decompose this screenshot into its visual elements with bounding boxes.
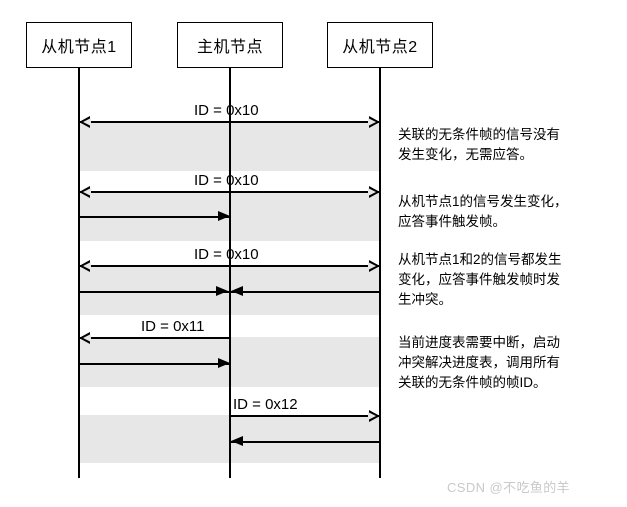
response-line-3b	[230, 291, 380, 293]
message-label-2: ID = 0x10	[194, 172, 259, 189]
response-line-5	[230, 441, 380, 443]
response-line-2	[79, 216, 230, 218]
note-4: 当前进度表需要中断，启动 冲突解决进度表，调用所有 关联的无条件帧的帧ID。	[398, 335, 560, 390]
arrowhead-open-left-2	[79, 185, 91, 198]
arrowhead-open-right-1	[368, 115, 380, 128]
message-label-4: ID = 0x11	[141, 318, 205, 335]
arrowhead-open-right-2	[368, 185, 380, 198]
message-line-3	[79, 265, 380, 267]
message-line-1	[79, 121, 380, 123]
note-3: 从机节点1和2的信号都发生 变化，应答事件触发帧时发 生冲突。	[398, 252, 562, 307]
watermark-label: CSDN @不吃鱼的羊	[447, 480, 571, 495]
arrowhead-solid-right-4	[218, 358, 230, 369]
message-line-5	[230, 415, 380, 417]
arrowhead-open-right-3	[368, 259, 380, 272]
lifeline-slave2	[379, 67, 381, 478]
node-box-master[interactable]: 主机节点	[177, 22, 283, 68]
node-box-slave1[interactable]: 从机节点1	[26, 22, 132, 68]
response-line-4	[79, 363, 230, 365]
node-box-slave2[interactable]: 从机节点2	[327, 22, 433, 68]
response-line-3a	[79, 291, 229, 293]
message-line-4	[79, 337, 230, 339]
message-label-5: ID = 0x12	[233, 396, 298, 413]
note-2: 从机节点1的信号发生变化， 应答事件触发帧。	[398, 194, 568, 229]
arrowhead-open-left-4	[79, 331, 91, 344]
arrowhead-open-left-3	[79, 259, 91, 272]
arrowhead-solid-left-5	[231, 436, 243, 447]
note-1: 关联的无条件帧的信号没有 发生变化，无需应答。	[398, 127, 560, 162]
arrowhead-solid-left-3b	[231, 286, 243, 297]
arrowhead-open-left-1	[79, 115, 91, 128]
arrowhead-solid-right-3a	[216, 286, 228, 297]
message-label-3: ID = 0x10	[194, 246, 259, 263]
message-line-2	[79, 191, 380, 193]
lifeline-slave1	[78, 67, 80, 478]
lifeline-master	[229, 67, 231, 478]
message-label-1: ID = 0x10	[194, 102, 259, 119]
arrowhead-open-right-5	[368, 409, 380, 422]
arrowhead-solid-right-2	[218, 211, 230, 222]
